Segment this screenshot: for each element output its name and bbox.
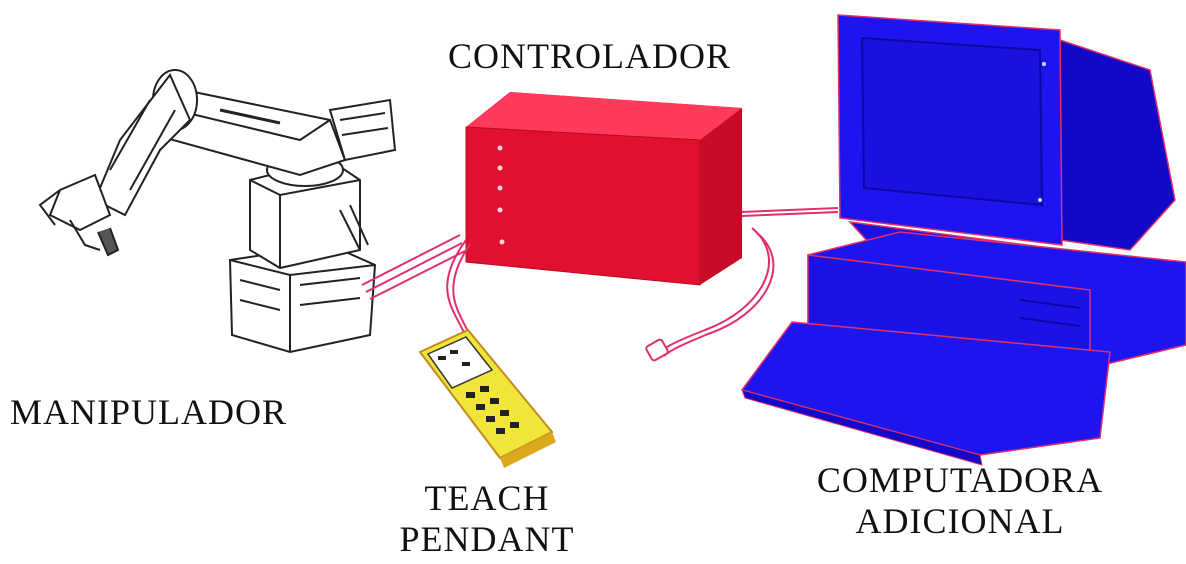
computer <box>742 15 1186 465</box>
teach-pendant-label-line1: TEACH <box>392 478 582 519</box>
teach-pendant-label-line2: PENDANT <box>392 519 582 560</box>
manipulator-illustration <box>40 70 465 352</box>
computer-label: COMPUTADORA ADICIONAL <box>795 460 1125 543</box>
teach-pendant-label: TEACH PENDANT <box>392 478 582 561</box>
teach-pendant <box>420 330 556 468</box>
manipulator-label: MANIPULADOR <box>10 392 287 433</box>
controller-label: CONTROLADOR <box>448 36 731 77</box>
computer-label-line2: ADICIONAL <box>795 501 1125 542</box>
controller-cabinet <box>466 92 742 285</box>
computer-label-line1: COMPUTADORA <box>795 460 1125 501</box>
